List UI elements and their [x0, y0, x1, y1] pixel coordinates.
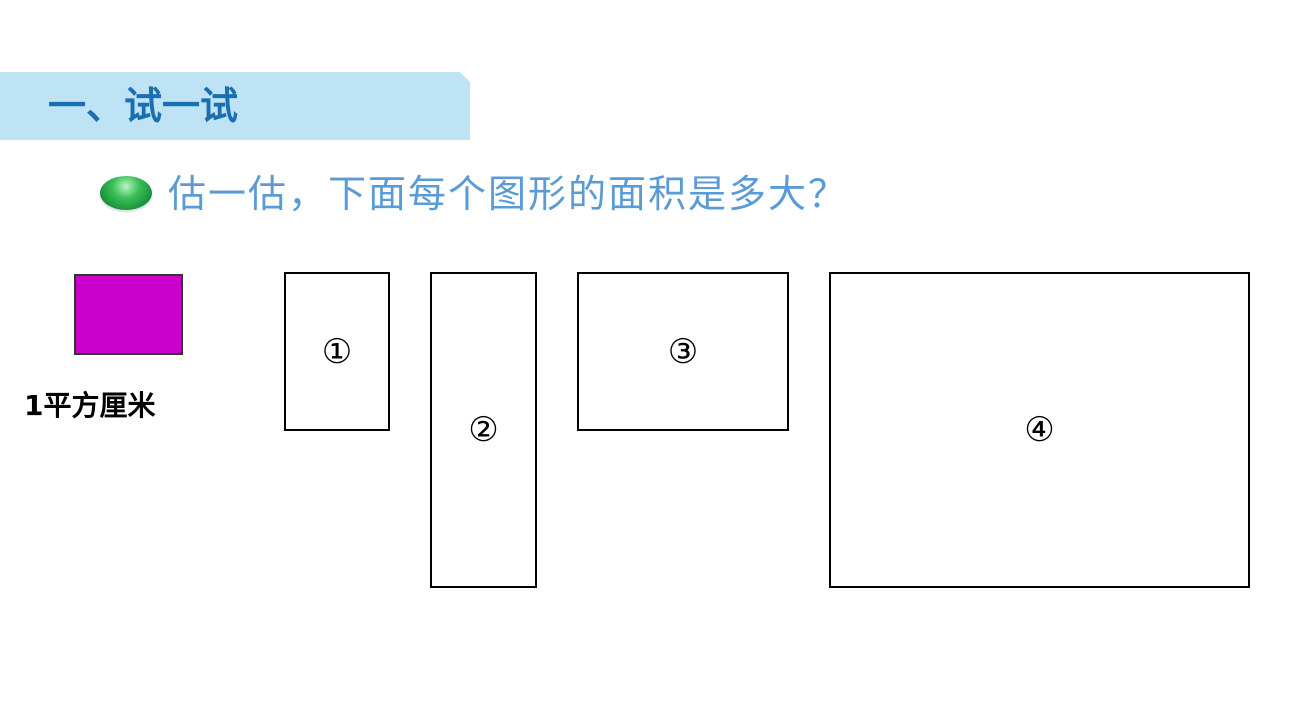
shape-1-label: ①	[321, 331, 353, 372]
shape-3: ③	[577, 272, 789, 431]
shape-4-label: ④	[1024, 410, 1055, 450]
shape-2: ②	[430, 272, 537, 588]
section-title: 一、试一试	[48, 84, 239, 128]
unit-square	[74, 274, 183, 355]
shape-2-label: ②	[468, 410, 499, 450]
unit-label: 1平方厘米	[24, 389, 156, 422]
shape-4: ④	[829, 272, 1250, 588]
question-text: 估一估，下面每个图形的面积是多大？	[168, 172, 849, 216]
green-bullet-icon	[100, 176, 152, 210]
shape-1: ①	[284, 272, 390, 431]
shape-3-label: ③	[667, 331, 699, 372]
section-banner: 一、试一试	[0, 72, 470, 140]
